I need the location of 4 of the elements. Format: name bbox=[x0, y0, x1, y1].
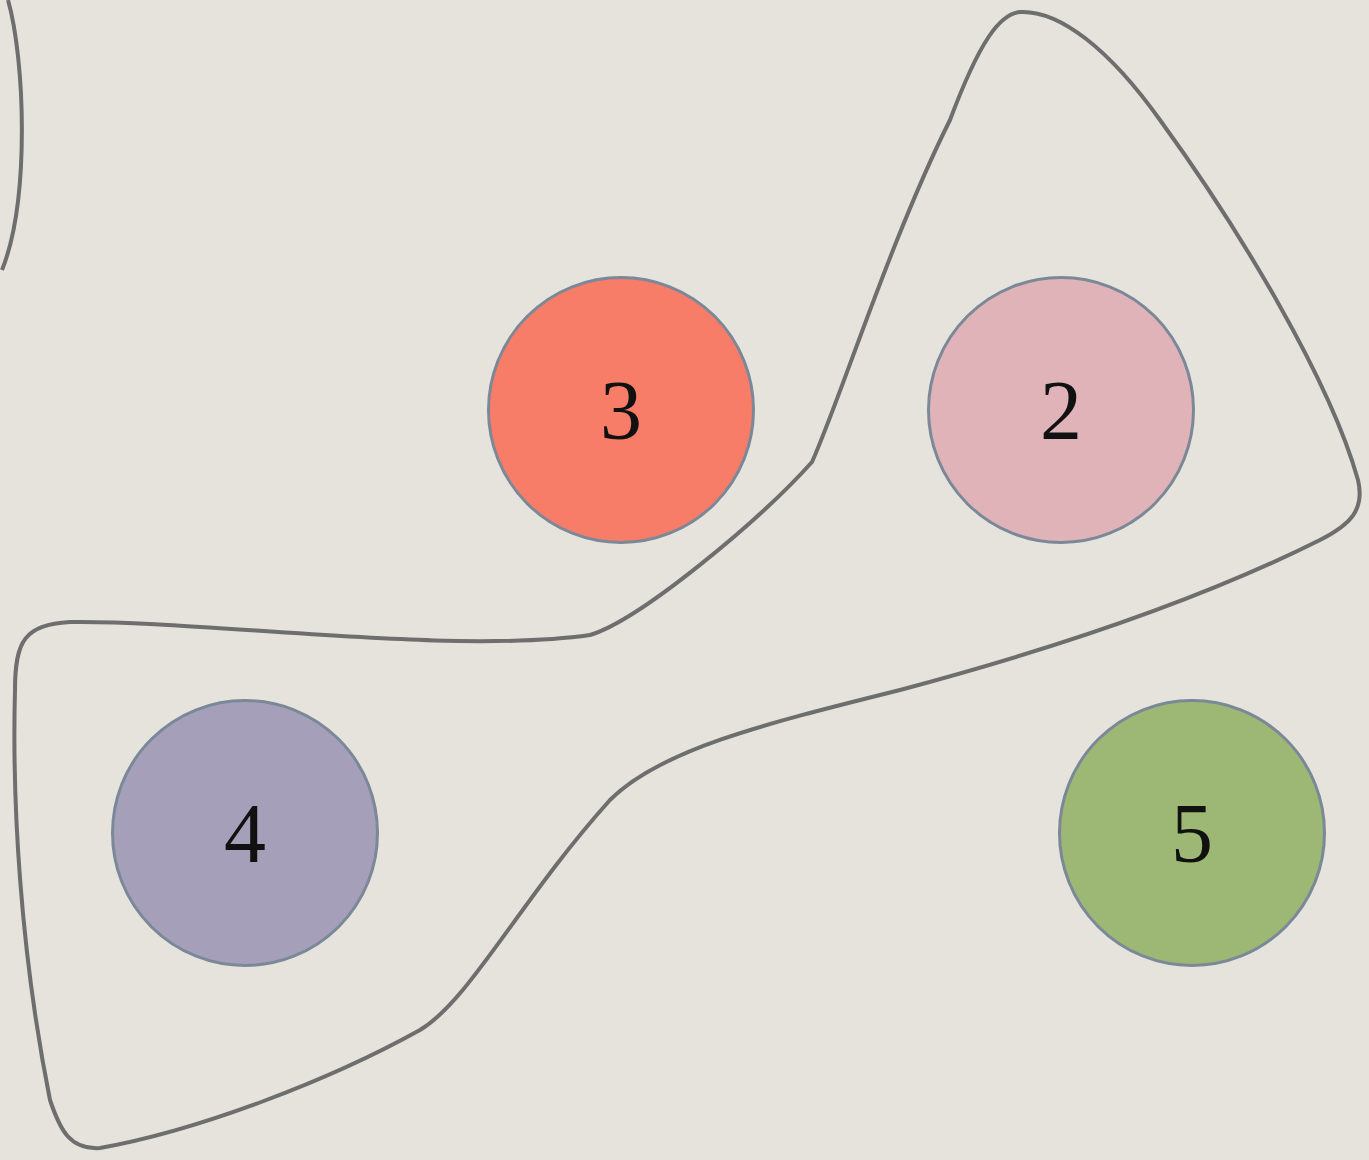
number-circle: 5 bbox=[1058, 699, 1326, 967]
number-circle: 2 bbox=[927, 276, 1195, 544]
number-circle: 3 bbox=[487, 276, 755, 544]
number-circle: 4 bbox=[111, 699, 379, 967]
